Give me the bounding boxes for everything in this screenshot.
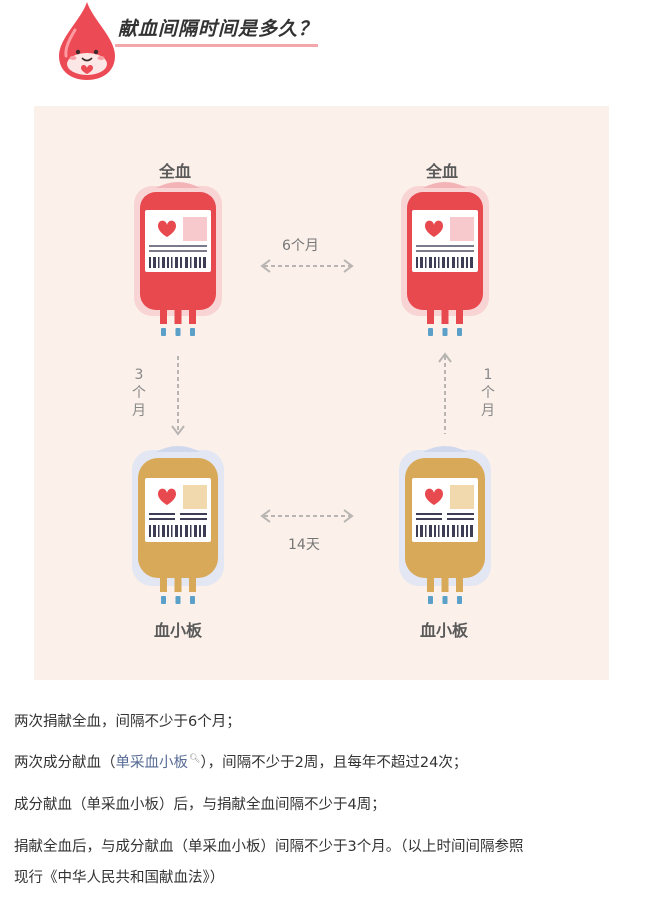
platelet-bag-left-icon	[132, 446, 224, 604]
left-down-arrow-icon	[171, 356, 185, 436]
top-double-arrow-icon	[260, 259, 354, 273]
whole-blood-label-right: 全血	[426, 162, 459, 181]
platelet-link[interactable]: 单采血小板	[115, 755, 189, 771]
top-interval-label: 6个月	[282, 238, 319, 254]
page-title: 献血间隔时间是多久？	[118, 18, 319, 40]
whole-blood-bag-right-icon	[401, 182, 489, 336]
platelet-label-left: 血小板	[154, 621, 203, 640]
right-up-arrow-icon	[438, 352, 452, 434]
paragraph-platelet: 两次成分献血（单采血小板🔍︎），间隔不少于2周，且每年不超过24次；	[14, 754, 468, 771]
right-interval-label: 1 个 月	[481, 367, 495, 419]
paragraph-component-to-whole: 成分献血（单采血小板）后，与捐献全血间隔不少于4周；	[14, 797, 386, 813]
bottom-double-arrow-icon	[260, 509, 354, 523]
paragraph-whole-blood: 两次捐献全血，间隔不少于6个月；	[14, 714, 241, 730]
blood-drop-mascot-icon	[59, 2, 115, 80]
title-underline	[115, 44, 318, 47]
whole-blood-bag-left-icon	[134, 182, 222, 336]
platelet-label-right: 血小板	[420, 621, 469, 640]
left-interval-label: 3 个 月	[132, 367, 146, 419]
section-header: 献血间隔时间是多久？	[55, 0, 355, 80]
paragraph-whole-to-component-line2: 现行《中华人民共和国献血法》）	[14, 870, 225, 886]
donation-interval-diagram: 全血 全血 血小板 血小板 6个月 14天 3 个 月 1 个 月	[34, 106, 609, 680]
whole-blood-label-left: 全血	[159, 162, 192, 181]
platelet-bag-right-icon	[399, 446, 491, 604]
bottom-interval-label: 14天	[288, 537, 320, 553]
diagram-graphics	[132, 182, 491, 604]
search-icon[interactable]: 🔍︎	[189, 754, 201, 765]
paragraph-whole-to-component-line1: 捐献全血后，与成分献血（单采血小板）间隔不少于3个月。（以上时间间隔参照	[14, 839, 524, 855]
